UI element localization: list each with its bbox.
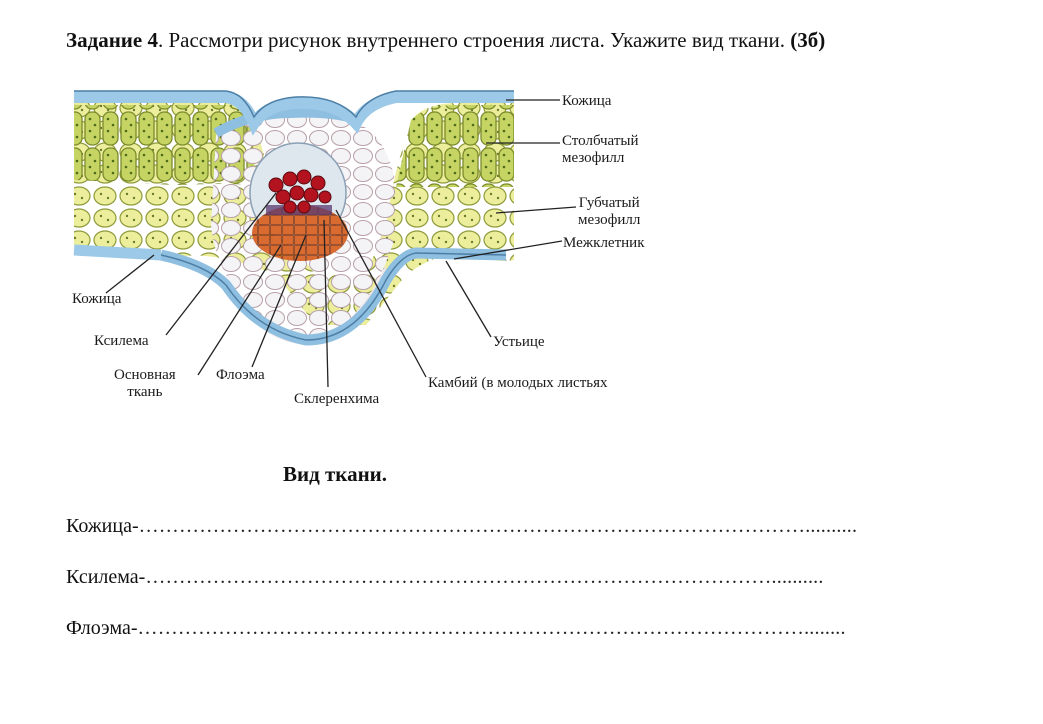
answer-label: Флоэма- <box>66 617 138 639</box>
label-stoma: Устьице <box>493 334 545 350</box>
task-points: (3б) <box>790 28 826 52</box>
answer-line-xylem[interactable]: Ксилема-………………………………………………………………………………….… <box>66 566 824 589</box>
answer-line-epidermis[interactable]: Кожица-………………………………………………………………………………………… <box>66 515 857 538</box>
answer-line-phloem[interactable]: Флоэма-………………………………………………………………………………………… <box>66 617 846 640</box>
answer-dots: ……………………………………………………………………………………….......… <box>138 515 858 537</box>
answer-dots: ………………………………………………………………………………….........… <box>145 566 824 588</box>
upper-epidermis <box>74 91 514 136</box>
answer-dots: ……………………………………………………………………………………….......… <box>137 617 846 639</box>
task-number: Задание 4 <box>66 28 158 52</box>
palisade-left <box>74 105 256 185</box>
label-sclerenchyma: Склеренхима <box>294 391 380 407</box>
section-title: Вид ткани. <box>283 462 388 486</box>
label-cambium: Камбий (в молодых листьях <box>428 375 608 391</box>
task-heading: Задание 4. Рассмотри рисунок внутреннего… <box>66 28 825 53</box>
answer-label: Ксилема- <box>66 566 146 588</box>
label-epidermis-bottom: Кожица <box>72 291 122 307</box>
xylem-vessels <box>268 169 332 214</box>
label-intercellular-space: Межклетник <box>563 235 645 251</box>
palisade-right <box>396 105 514 187</box>
label-spongy-mesophyll: Губчатый мезофилл <box>578 195 641 228</box>
label-palisade-mesophyll: Столбчатый мезофилл <box>562 133 639 166</box>
task-text: . Рассмотри рисунок внутреннего строения… <box>157 28 791 52</box>
label-phloem: Флоэма <box>216 367 265 383</box>
label-epidermis-top: Кожица <box>562 93 612 109</box>
leaf-illustration <box>66 75 686 445</box>
answer-label: Кожица- <box>66 515 139 537</box>
leader-lines <box>105 99 577 388</box>
leaf-cross-section-figure: Кожица Столбчатый мезофилл Губчатый мезо… <box>66 75 686 445</box>
label-ground-tissue: Основная ткань <box>114 367 176 400</box>
label-xylem: Ксилема <box>94 333 149 349</box>
